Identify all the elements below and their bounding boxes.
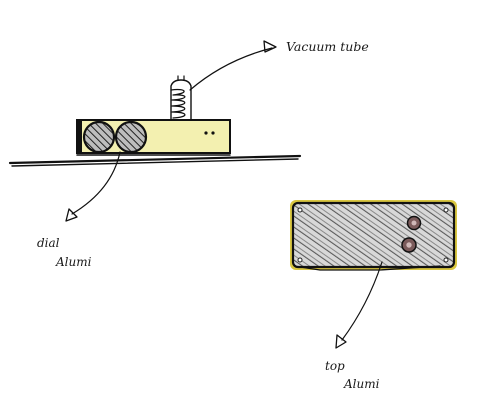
dial-label-line1: dial [37, 236, 60, 250]
indicator-dot [211, 131, 215, 135]
arrowhead-icon [263, 40, 277, 53]
side-view [8, 75, 302, 167]
dial-label-line2: Alumi [55, 255, 92, 269]
top-label-line2: Alumi [343, 377, 380, 391]
top-leader [341, 261, 383, 341]
top-label-line1: top [325, 359, 345, 373]
top-panel [291, 201, 456, 269]
screw-icon [443, 207, 449, 213]
arrowhead-icon [335, 334, 347, 349]
vacuum-tube-label: Vacuum tube [286, 39, 369, 54]
vacuum-tube [170, 75, 192, 121]
screw-icon [297, 257, 303, 263]
vacuum-tube-leader [189, 47, 273, 91]
surface-line [8, 154, 302, 165]
top-view [290, 200, 457, 271]
arrowhead-icon [65, 208, 78, 222]
dial-left [82, 120, 116, 154]
dial-leader [71, 151, 121, 215]
indicator-dot [204, 131, 208, 135]
screw-icon [443, 257, 449, 263]
screw-icon [297, 207, 303, 213]
dial-right [114, 120, 148, 154]
